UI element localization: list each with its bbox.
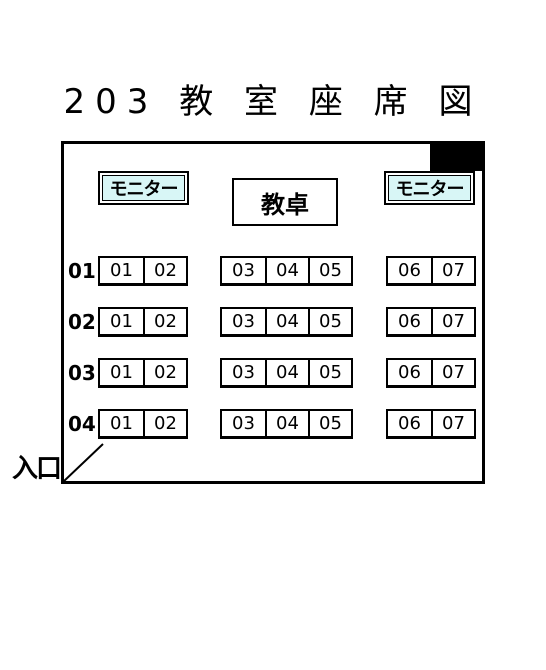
seat[interactable]: 03 — [232, 413, 255, 434]
seat-group: 06 07 — [386, 358, 476, 388]
seat-group: 01 02 — [98, 256, 188, 286]
seat[interactable]: 05 — [308, 258, 351, 283]
seat[interactable]: 06 — [398, 362, 421, 383]
row-label: 02 — [68, 310, 96, 334]
corner-pillar — [430, 141, 485, 171]
classroom-outline — [61, 141, 485, 484]
monitor-left: モニター — [98, 171, 189, 205]
seat[interactable]: 07 — [431, 360, 474, 385]
seat[interactable]: 02 — [143, 360, 186, 385]
seat[interactable]: 06 — [398, 311, 421, 332]
seat[interactable]: 02 — [143, 309, 186, 334]
seat-group: 01 02 — [98, 358, 188, 388]
seat[interactable]: 05 — [308, 309, 351, 334]
seat[interactable]: 05 — [308, 360, 351, 385]
row-label: 03 — [68, 361, 96, 385]
seat-group: 01 02 — [98, 409, 188, 439]
entrance-label: 入口 — [12, 454, 62, 484]
seat[interactable]: 07 — [431, 309, 474, 334]
seat[interactable]: 02 — [143, 258, 186, 283]
seat[interactable]: 06 — [398, 260, 421, 281]
seat[interactable]: 01 — [110, 362, 133, 383]
seat[interactable]: 04 — [265, 258, 308, 283]
monitor-right: モニター — [384, 171, 475, 205]
seat[interactable]: 01 — [110, 260, 133, 281]
teacher-desk: 教卓 — [232, 178, 338, 226]
seat-group: 06 07 — [386, 256, 476, 286]
seat-group: 06 07 — [386, 307, 476, 337]
seat[interactable]: 01 — [110, 311, 133, 332]
row-label: 01 — [68, 259, 96, 283]
seat[interactable]: 05 — [308, 411, 351, 436]
seat[interactable]: 07 — [431, 411, 474, 436]
row-label: 04 — [68, 412, 96, 436]
seat[interactable]: 02 — [143, 411, 186, 436]
seat[interactable]: 03 — [232, 362, 255, 383]
seat[interactable]: 04 — [265, 309, 308, 334]
seat[interactable]: 03 — [232, 311, 255, 332]
seat[interactable]: 06 — [398, 413, 421, 434]
seat[interactable]: 01 — [110, 413, 133, 434]
seat[interactable]: 04 — [265, 360, 308, 385]
seat[interactable]: 07 — [431, 258, 474, 283]
door-icon — [62, 443, 104, 484]
seat[interactable]: 03 — [232, 260, 255, 281]
page-title: 203 教 室 座 席 図 — [63, 82, 483, 122]
seat-group: 01 02 — [98, 307, 188, 337]
seat[interactable]: 04 — [265, 411, 308, 436]
seat-group: 06 07 — [386, 409, 476, 439]
